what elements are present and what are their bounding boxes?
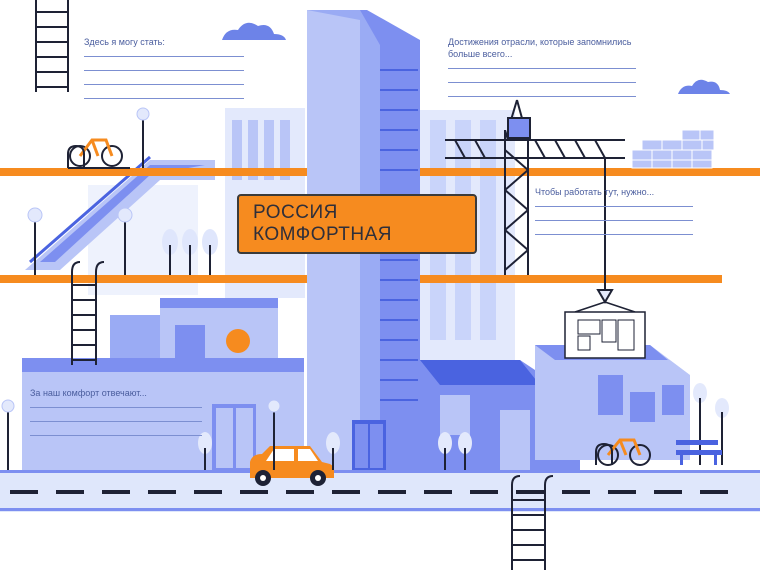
note-work: Чтобы работать тут, нужно... [535,186,693,248]
street-lamp [1,399,15,470]
brick-wall [631,129,715,169]
ladder [511,475,554,570]
street-lamp [27,207,43,275]
note-become-lines [84,56,244,99]
ladder [35,0,69,92]
bench-icon [676,440,722,465]
road-edge [0,470,760,473]
street-lamp [117,207,133,275]
car-icon [250,446,334,486]
trees [198,383,729,470]
bicycle-icon [595,438,651,466]
bike-rack [67,144,85,168]
road-edge [0,508,760,511]
note-comfort-lines [30,407,202,436]
road-markings [10,490,728,494]
ladder [71,261,105,365]
trees [162,229,218,275]
note-achievements-lines [448,68,636,97]
note-work-lines [535,206,693,235]
title-line-1: РОССИЯ [253,202,338,223]
note-achievements: Достижения отрасли, которые запомнились … [448,36,636,110]
cloud-icon [222,22,286,40]
note-comfort: За наш комфорт отвечают... [30,387,202,449]
construction-crane [445,99,625,290]
title-sign: РОССИЯ КОМФОРТНАЯ [237,194,477,254]
street-lamp [136,107,150,168]
title-line-2: КОМФОРТНАЯ [253,224,393,245]
bicycle-icon [68,138,130,169]
blueprint-hook [564,289,646,359]
note-achievements-label-2: больше всего... [448,49,513,59]
note-become-label: Здесь я могу стать: [84,37,165,47]
street-lamp [267,399,281,470]
note-work-label: Чтобы работать тут, нужно... [535,187,655,197]
cloud-icon [678,79,730,94]
note-comfort-label: За наш комфорт отвечают... [30,388,147,398]
note-become: Здесь я могу стать: [84,36,244,112]
note-achievements-label-1: Достижения отрасли, которые запомнились [448,37,632,47]
